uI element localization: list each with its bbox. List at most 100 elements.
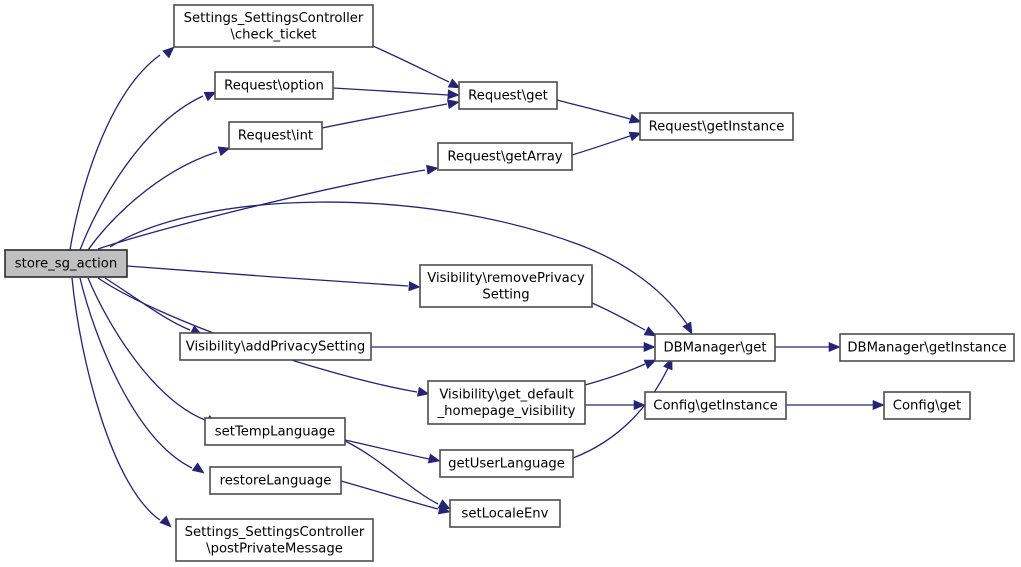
edge-path xyxy=(71,277,161,521)
node-box[interactable] xyxy=(427,380,586,425)
node-request_int[interactable]: Request\int xyxy=(228,121,323,150)
edge-store_sg_action-to-settings_postprivatemessage xyxy=(71,277,172,528)
arrowhead-icon xyxy=(162,46,175,59)
node-getuserlanguage[interactable]: getUserLanguage xyxy=(439,449,574,478)
arrowhead-icon xyxy=(416,386,430,397)
arrowhead-icon xyxy=(427,453,441,464)
edge-visibility_removeprivacysetting-to-dbmanager_get xyxy=(591,302,657,337)
edge-path xyxy=(126,265,409,287)
node-request_getarray[interactable]: Request\getArray xyxy=(437,142,573,171)
node-settings_check_ticket[interactable]: Settings_SettingsController\check_ticket xyxy=(173,4,374,48)
node-label: Request\int xyxy=(238,129,313,144)
node-label: Visibility\removePrivacy xyxy=(427,271,585,286)
node-visibility_addprivacysetting[interactable]: Visibility\addPrivacySetting xyxy=(179,332,372,361)
arrowhead-icon xyxy=(426,164,439,175)
node-box[interactable] xyxy=(175,518,374,562)
edge-path xyxy=(87,151,218,251)
edge-store_sg_action-to-visibility_removeprivacysetting xyxy=(126,265,421,292)
node-request_get[interactable]: Request\get xyxy=(458,81,558,110)
node-box[interactable] xyxy=(439,449,574,478)
node-label: DBManager\getInstance xyxy=(847,341,1006,356)
edge-path xyxy=(109,201,688,325)
node-box[interactable] xyxy=(4,249,128,278)
node-box[interactable] xyxy=(179,332,372,361)
edge-visibility_get_default_homepage_visibility-to-config_getinstance xyxy=(585,399,646,411)
arrowhead-icon xyxy=(447,89,460,100)
node-label: setTempLanguage xyxy=(215,425,335,440)
node-label: Request\getInstance xyxy=(649,120,785,135)
node-box[interactable] xyxy=(839,333,1015,362)
node-box[interactable] xyxy=(437,142,573,171)
arrowhead-icon xyxy=(446,99,460,110)
node-box[interactable] xyxy=(458,81,558,110)
edge-layer xyxy=(69,45,885,528)
node-dbmanager_get[interactable]: DBManager\get xyxy=(654,333,776,362)
node-box[interactable] xyxy=(173,4,374,48)
edge-settemplanguage-to-getuserlanguage xyxy=(344,439,441,464)
edge-path xyxy=(591,302,646,331)
edge-path xyxy=(79,95,204,251)
node-box[interactable] xyxy=(644,391,787,420)
arrowhead-icon xyxy=(437,504,451,515)
node-box[interactable] xyxy=(654,333,776,362)
node-box[interactable] xyxy=(228,121,323,150)
node-box[interactable] xyxy=(214,71,334,100)
node-restorelanguage[interactable]: restoreLanguage xyxy=(209,466,342,495)
node-box[interactable] xyxy=(449,499,561,528)
node-label: getUserLanguage xyxy=(448,457,565,472)
edge-store_sg_action-to-restorelanguage xyxy=(79,277,205,474)
node-label: Setting xyxy=(482,287,529,302)
node-config_get[interactable]: Config\get xyxy=(883,391,971,420)
arrowhead-icon xyxy=(643,341,656,353)
node-label: Request\get xyxy=(468,89,548,104)
arrowhead-icon xyxy=(828,341,841,353)
node-box[interactable] xyxy=(204,417,346,446)
arrowhead-icon xyxy=(203,91,217,102)
node-setlocaleenv[interactable]: setLocaleEnv xyxy=(449,499,561,528)
edge-path xyxy=(584,363,646,386)
node-label: Request\option xyxy=(224,79,324,94)
node-label: Settings_SettingsController xyxy=(184,11,364,26)
node-dbmanager_getinstance[interactable]: DBManager\getInstance xyxy=(839,333,1015,362)
node-label: store_sg_action xyxy=(15,257,117,272)
arrowhead-icon xyxy=(643,359,657,370)
node-settings_postprivatemessage[interactable]: Settings_SettingsController\postPrivateM… xyxy=(175,518,374,562)
edge-path xyxy=(321,103,448,129)
node-store_sg_action[interactable]: store_sg_action xyxy=(4,249,128,278)
node-box[interactable] xyxy=(209,466,342,495)
edge-path xyxy=(79,277,193,469)
node-visibility_get_default_homepage_visibility[interactable]: Visibility\get_default_homepage_visibili… xyxy=(427,380,586,425)
node-request_getinstance[interactable]: Request\getInstance xyxy=(639,112,794,141)
edge-dbmanager_get-to-dbmanager_getinstance xyxy=(774,341,841,353)
node-layer: store_sg_actionSettings_SettingsControll… xyxy=(4,4,1015,562)
node-box[interactable] xyxy=(419,264,593,308)
node-request_option[interactable]: Request\option xyxy=(214,71,334,100)
arrowhead-icon xyxy=(191,462,205,474)
edge-path xyxy=(571,135,631,156)
edge-path xyxy=(69,54,161,251)
edge-path xyxy=(372,45,450,83)
node-label: restoreLanguage xyxy=(220,474,332,489)
node-config_getinstance[interactable]: Config\getInstance xyxy=(644,391,787,420)
edge-path xyxy=(344,440,439,505)
node-box[interactable] xyxy=(639,112,794,141)
edge-store_sg_action-to-request_option xyxy=(79,91,217,251)
edge-restorelanguage-to-setlocaleenv xyxy=(340,480,451,515)
edge-request_option-to-request_get xyxy=(332,87,460,100)
arrowhead-icon xyxy=(408,281,421,292)
edge-path xyxy=(97,169,426,250)
node-settemplanguage[interactable]: setTempLanguage xyxy=(204,417,346,446)
arrowhead-icon xyxy=(643,326,657,337)
node-label: Settings_SettingsController xyxy=(185,525,365,540)
node-label: \postPrivateMessage xyxy=(206,541,343,556)
edge-store_sg_action-to-settings_check_ticket xyxy=(69,46,175,251)
node-label: Visibility\addPrivacySetting xyxy=(186,340,366,355)
edge-request_getarray-to-request_getinstance xyxy=(571,131,642,156)
edge-store_sg_action-to-request_getarray xyxy=(97,164,439,250)
arrowhead-icon xyxy=(159,515,172,528)
node-label: DBManager\get xyxy=(663,341,766,356)
node-box[interactable] xyxy=(883,391,971,420)
arrowhead-icon xyxy=(872,399,885,411)
